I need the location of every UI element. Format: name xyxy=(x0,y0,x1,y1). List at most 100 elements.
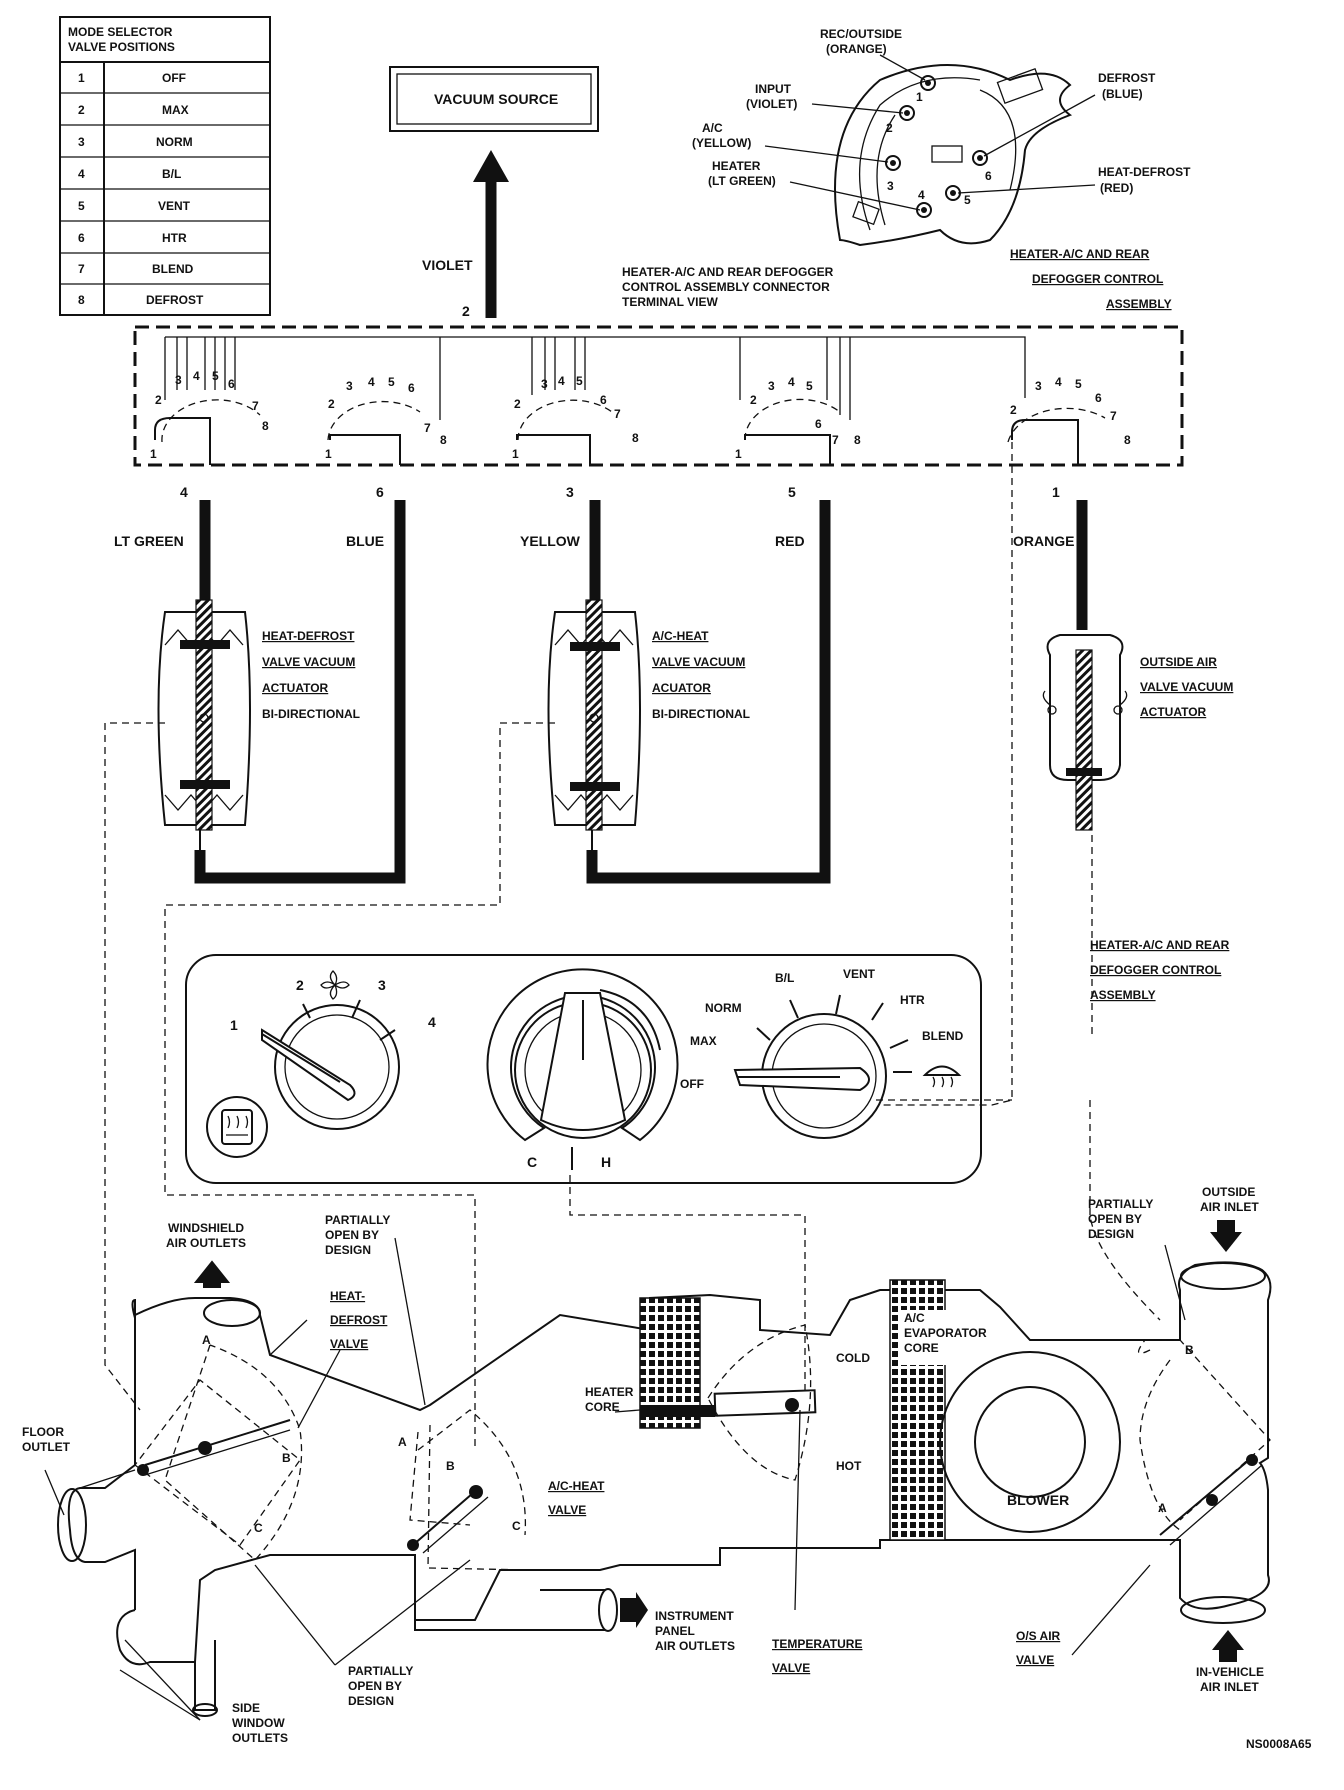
mode-row-mode: OFF xyxy=(162,71,186,85)
heater-core-line1: HEATER xyxy=(585,1385,634,1399)
temp-valve-line1: TEMPERATURE xyxy=(772,1637,862,1651)
fan-label-3: 3 xyxy=(378,977,386,993)
svg-text:6: 6 xyxy=(815,417,822,431)
arrow-up-icon xyxy=(473,150,509,182)
fan-label-1: 1 xyxy=(230,1017,238,1033)
temperature-door xyxy=(707,1324,817,1481)
temp-label-c: C xyxy=(527,1154,537,1170)
ac-actuator-line1: A/C-HEAT xyxy=(652,629,709,643)
defrost-icon xyxy=(922,1065,962,1088)
mode-row-mode: NORM xyxy=(156,135,193,149)
hd-door-a: A xyxy=(202,1333,211,1347)
mode-row-num: 2 xyxy=(78,103,85,117)
hd-actuator-line4: BI-DIRECTIONAL xyxy=(262,707,360,721)
hd-actuator-line2: VALVE VACUUM xyxy=(262,655,355,669)
lt-green-label: LT GREEN xyxy=(114,533,184,549)
ac-actuator-line2: VALVE VACUUM xyxy=(652,655,745,669)
os-valve-line2: VALVE xyxy=(1016,1653,1054,1667)
mode-label-bl: B/L xyxy=(775,971,794,985)
blue-hose xyxy=(194,500,406,884)
fan-speed-knob[interactable]: 1 2 3 4 xyxy=(230,970,436,1130)
svg-text:2: 2 xyxy=(1010,403,1017,417)
svg-text:7: 7 xyxy=(424,421,431,435)
fan-label-4: 4 xyxy=(428,1014,436,1030)
svg-text:8: 8 xyxy=(440,433,447,447)
svg-text:3: 3 xyxy=(346,379,353,393)
connector-terminal-view: 1 2 3 4 5 6 REC/OUTSIDE (ORANGE) INPUT (… xyxy=(692,27,1191,247)
svg-text:2: 2 xyxy=(328,397,335,411)
defrost-label: DEFROST xyxy=(1098,71,1156,85)
windshield-line1: WINDSHIELD xyxy=(168,1221,244,1235)
mode-table-header-2: VALVE POSITIONS xyxy=(68,40,175,54)
pin-3: 3 xyxy=(887,179,894,193)
outside-air-actuator: OUTSIDE AIR VALVE VACUUM ACTUATOR xyxy=(1042,634,1233,831)
mode-selector-knob[interactable]: NORM MAX OFF B/L VENT HTR BLEND xyxy=(680,967,964,1139)
panel-assembly-line1: HEATER-A/C AND REAR xyxy=(1090,938,1230,952)
rec-outside-color: (ORANGE) xyxy=(826,42,887,56)
svg-text:3: 3 xyxy=(768,379,775,393)
pin-1: 1 xyxy=(916,90,923,104)
svg-text:2: 2 xyxy=(750,393,757,407)
hose-num-1: 1 xyxy=(1052,484,1060,500)
ach-door-a: A xyxy=(398,1435,407,1449)
mode-row-mode: HTR xyxy=(162,231,187,245)
mode-row-num: 5 xyxy=(78,199,85,213)
rear-defogger-button[interactable] xyxy=(206,1096,268,1158)
control-assembly-line1: HEATER-A/C AND REAR xyxy=(1010,247,1150,261)
ac-heat-actuator: A/C-HEAT VALVE VACUUM ACUATOR BI-DIRECTI… xyxy=(547,599,750,860)
panel-assembly-line3: ASSEMBLY xyxy=(1090,988,1156,1002)
input-color: (VIOLET) xyxy=(746,97,797,111)
svg-text:1: 1 xyxy=(735,447,742,461)
red-hose xyxy=(586,500,831,884)
mode-label-max: MAX xyxy=(690,1034,717,1048)
heat-defrost-actuator: HEAT-DEFROST VALVE VACUUM ACTUATOR BI-DI… xyxy=(157,599,360,860)
mode-table-header-1: MODE SELECTOR xyxy=(68,25,173,39)
oa-actuator-line2: VALVE VACUUM xyxy=(1140,680,1233,694)
partial-1a: PARTIALLY xyxy=(325,1213,390,1227)
vacuum-source: VACUUM SOURCE xyxy=(389,66,599,132)
svg-text:6: 6 xyxy=(1095,391,1102,405)
mode-row-mode: B/L xyxy=(162,167,181,181)
hose-num-5: 5 xyxy=(788,484,796,500)
mode-row-num: 1 xyxy=(78,71,85,85)
partial-3a: PARTIALLY xyxy=(348,1664,413,1678)
svg-text:2: 2 xyxy=(514,397,521,411)
ach-door-b: B xyxy=(446,1459,455,1473)
heater-label: HEATER xyxy=(712,159,761,173)
ip-outlets-line2: PANEL xyxy=(655,1624,695,1638)
partial-1c: DESIGN xyxy=(325,1243,371,1257)
heat-defrost-label: HEAT-DEFROST xyxy=(1098,165,1191,179)
mode-row-num: 8 xyxy=(78,293,85,307)
mode-label-off: OFF xyxy=(680,1077,704,1091)
partial-2c: DESIGN xyxy=(1088,1227,1134,1241)
svg-text:4: 4 xyxy=(193,369,200,383)
violet-hose: VIOLET 2 xyxy=(422,150,509,319)
svg-text:5: 5 xyxy=(212,369,219,383)
mode-label-vent: VENT xyxy=(843,967,876,981)
os-door-b: B xyxy=(1185,1343,1194,1357)
linkage-lines xyxy=(104,442,1013,1450)
mode-row-num: 7 xyxy=(78,262,85,276)
temperature-knob[interactable]: C H xyxy=(486,968,679,1170)
svg-text:7: 7 xyxy=(252,399,259,413)
svg-text:1: 1 xyxy=(150,447,157,461)
invehicle-line2: AIR INLET xyxy=(1200,1680,1259,1694)
mode-row-num: 3 xyxy=(78,135,85,149)
svg-text:6: 6 xyxy=(228,377,235,391)
os-door-a: A xyxy=(1158,1501,1167,1515)
control-assembly-line2: DEFOGGER CONTROL xyxy=(1032,272,1163,286)
svg-text:3: 3 xyxy=(175,373,182,387)
oa-actuator-line1: OUTSIDE AIR xyxy=(1140,655,1217,669)
mode-row: 3 NORM xyxy=(78,135,193,149)
fan-icon xyxy=(320,970,350,1000)
mode-row-mode: BLEND xyxy=(152,262,194,276)
partial-3b: OPEN BY xyxy=(348,1679,402,1693)
hd-valve-line2: DEFROST xyxy=(330,1313,388,1327)
hoses: 4 6 3 5 1 LT GREEN BLUE YELLOW RED ORANG… xyxy=(114,484,1088,884)
